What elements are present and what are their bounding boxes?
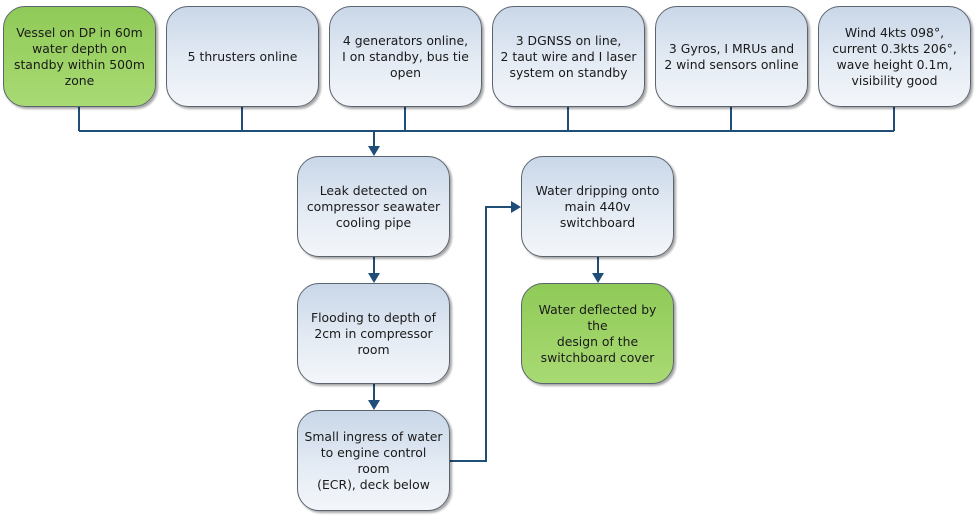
arrowhead (368, 400, 380, 410)
box-weather: Wind 4kts 098°, current 0.3kts 206°, wav… (818, 6, 971, 107)
arrowhead (511, 201, 521, 213)
box-gyros: 3 Gyros, I MRUs and 2 wind sensors onlin… (655, 6, 808, 107)
arrowhead (368, 273, 380, 283)
arrow-ingress-to-dripping (450, 206, 513, 462)
box-ingress: Small ingress of water to engine control… (297, 410, 450, 511)
box-vessel: Vessel on DP in 60m water depth on stand… (3, 6, 156, 107)
box-dgnss: 3 DGNSS on line, 2 taut wire and I laser… (492, 6, 645, 107)
box-deflected: Water deflected by the design of the swi… (521, 283, 674, 384)
box-leak: Leak detected on compressor seawater coo… (297, 156, 450, 257)
box-flooding: Flooding to depth of 2cm in compressor r… (297, 283, 450, 384)
box-dripping: Water dripping onto main 440v switchboar… (521, 156, 674, 257)
arrowhead (592, 273, 604, 283)
arrowhead (368, 146, 380, 156)
box-generators: 4 generators online, I on standby, bus t… (329, 6, 482, 107)
box-thrusters: 5 thrusters online (166, 6, 319, 107)
